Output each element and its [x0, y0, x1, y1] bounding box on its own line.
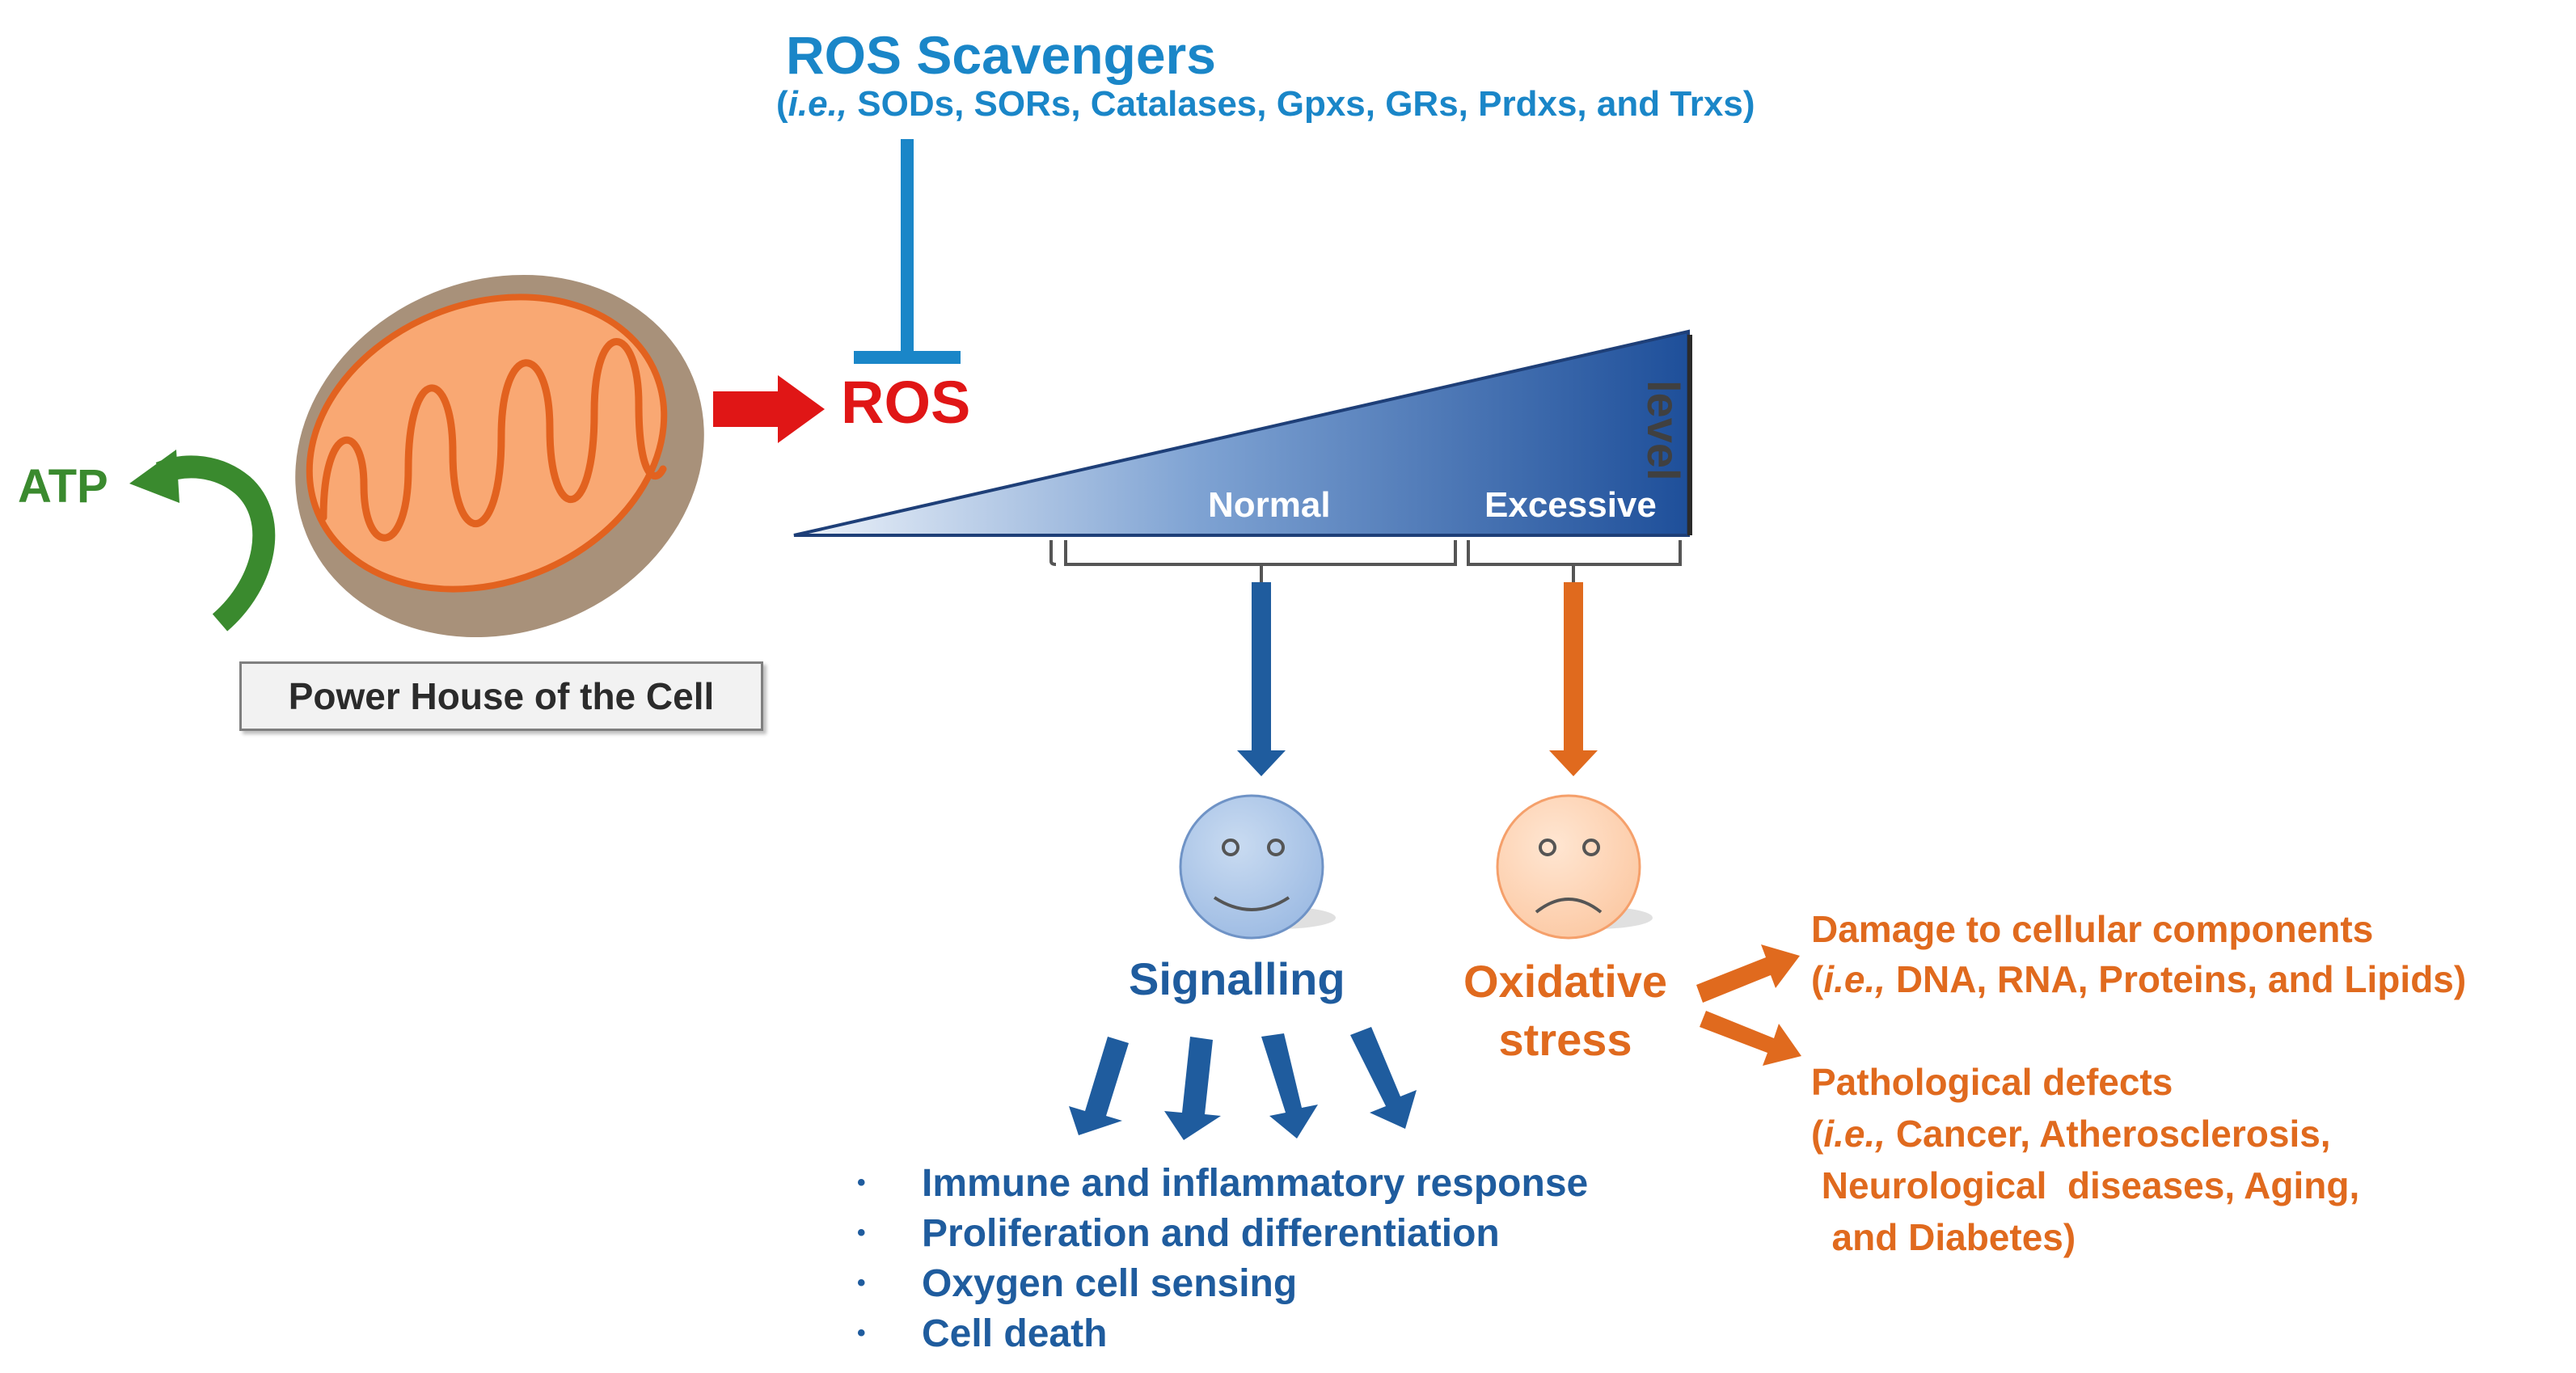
outcome-proliferation: Proliferation and differentiation	[922, 1211, 1500, 1255]
list-item: • Cell death	[857, 1308, 1588, 1358]
range-brackets	[1049, 540, 1682, 566]
pathology-line4: and Diabetes)	[1811, 1216, 2076, 1258]
damage-ie: i.e.,	[1823, 958, 1886, 1000]
mitochondrion-icon	[295, 274, 704, 638]
signalling-arrows	[1069, 1027, 1417, 1140]
pathology-line1: Pathological defects	[1811, 1061, 2173, 1103]
excessive-down-arrow	[1549, 564, 1598, 776]
bullet: •	[857, 1169, 866, 1196]
bullet: •	[857, 1320, 866, 1346]
damage-paren: (	[1811, 958, 1824, 1000]
ros-scavengers-list: (i.e., SODs, SORs, Catalases, Gpxs, GRs,…	[776, 84, 1755, 125]
ros-scavengers-paren: (	[776, 84, 788, 124]
scavenger-inhibition-symbol	[854, 139, 961, 364]
oxidative-label-line1: Oxidative	[1463, 956, 1668, 1007]
pathology-text: Pathological defects (i.e., Cancer, Athe…	[1811, 1056, 2359, 1263]
damage-text: Damage to cellular components (i.e., DNA…	[1811, 904, 2466, 1004]
list-item: • Proliferation and differentiation	[857, 1208, 1588, 1258]
ros-scavengers-ie: i.e.,	[788, 84, 848, 124]
pathology-paren: (	[1811, 1113, 1824, 1155]
signalling-outcomes-list: • Immune and inflammatory response • Proli…	[857, 1158, 1588, 1358]
damage-line2: (i.e., DNA, RNA, Proteins, and Lipids)	[1811, 954, 2466, 1004]
list-item: • Oxygen cell sensing	[857, 1258, 1588, 1308]
bullet: •	[857, 1219, 866, 1246]
stress-outcome-arrows	[1696, 944, 1801, 1066]
outcome-immune: Immune and inflammatory response	[922, 1161, 1589, 1205]
ros-level-wedge	[793, 329, 1692, 537]
damage-components: DNA, RNA, Proteins, and Lipids)	[1886, 958, 2467, 1000]
ros-scavengers-title: ROS Scavengers	[786, 25, 1216, 85]
signalling-label: Signalling	[1129, 953, 1345, 1004]
pathology-diseases-a: Cancer, Atherosclerosis,	[1886, 1113, 2331, 1155]
power-house-caption: Power House of the Cell	[239, 661, 763, 731]
power-house-caption-text: Power House of the Cell	[288, 675, 715, 717]
pathology-line3: Neurological diseases, Aging,	[1811, 1164, 2360, 1206]
outcome-oxygen-sensing: Oxygen cell sensing	[922, 1261, 1298, 1305]
list-item: • Immune and inflammatory response	[857, 1158, 1588, 1208]
pathology-line2: (i.e., Cancer, Atherosclerosis,	[1811, 1108, 2359, 1160]
sad-face-icon	[1496, 794, 1653, 940]
pathology-ie: i.e.,	[1823, 1113, 1886, 1155]
ros-label: ROS	[841, 369, 971, 436]
atp-arrow	[129, 450, 276, 632]
level-axis-label: level	[1638, 380, 1689, 481]
damage-line1: Damage to cellular components	[1811, 908, 2374, 950]
ros-scavengers-enzymes: SODs, SORs, Catalases, Gpxs, GRs, Prdxs,…	[847, 84, 1755, 124]
oxidative-stress-label: Oxidative stress	[1460, 953, 1670, 1069]
bullet: •	[857, 1269, 866, 1296]
smiley-face-icon	[1179, 794, 1336, 940]
oxidative-label-line2: stress	[1498, 1014, 1632, 1065]
normal-down-arrow	[1237, 564, 1286, 776]
normal-label: Normal	[1208, 485, 1331, 525]
outcome-cell-death: Cell death	[922, 1312, 1108, 1355]
ros-arrow	[713, 375, 825, 443]
atp-label: ATP	[18, 460, 108, 513]
excessive-label: Excessive	[1484, 485, 1657, 525]
